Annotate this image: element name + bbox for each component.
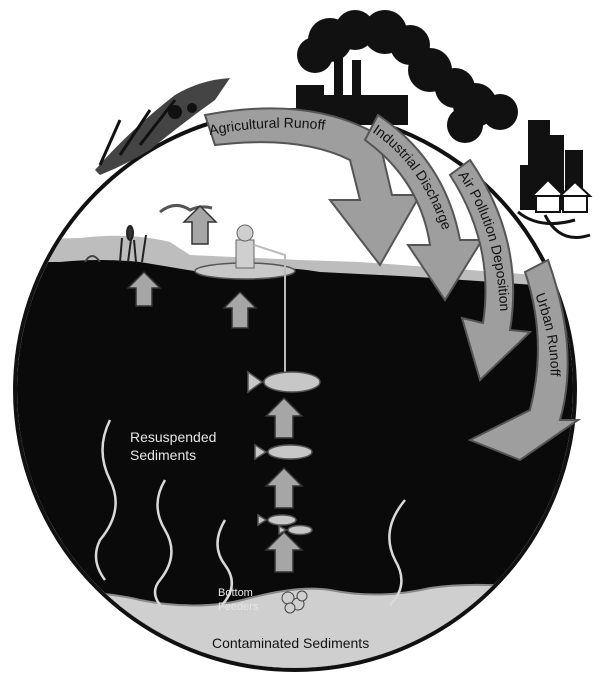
factory (296, 55, 408, 125)
urban-runoff-arrow (467, 258, 582, 462)
medium-fish (254, 443, 313, 461)
up-arrow-plants (126, 270, 162, 307)
contaminated-sediments-label: Contaminated Sediments (212, 635, 369, 651)
smoke-clouds (297, 10, 518, 143)
resuspended-label-line2: Sediments (130, 447, 196, 463)
city-buildings (517, 120, 593, 239)
up-arrow-fish-3 (264, 530, 304, 573)
bird-icon (159, 204, 213, 214)
fish-group (247, 370, 321, 536)
resuspended-label-line1: Resuspended (130, 429, 216, 445)
up-arrow-bird (182, 204, 218, 245)
fisherman (194, 224, 296, 372)
resuspension-lines (94, 419, 406, 606)
industrial-discharge-arrow (363, 113, 484, 302)
resuspension-line-3 (388, 499, 406, 606)
source-arrows (203, 107, 582, 462)
farm-field (95, 78, 230, 175)
marsh-plants (84, 225, 147, 263)
resuspension-line-2 (153, 479, 173, 606)
up-arrow-fish-2 (264, 466, 304, 509)
resuspension-line-4 (216, 519, 233, 606)
air-pollution-arrow (448, 158, 533, 382)
bottom-feeders-icon (281, 590, 308, 614)
resuspension-line-1 (94, 419, 117, 581)
agricultural-runoff-arrow (203, 107, 422, 267)
large-fish (247, 370, 321, 394)
globe-interior (17, 235, 573, 668)
bottom-feeders-label-line2: Feeders (218, 601, 259, 613)
bottom-feeders-label-line1: Bottom (218, 587, 253, 599)
up-arrow-fisher (222, 290, 258, 329)
bioaccumulation-arrows (126, 204, 304, 573)
small-fish-1 (257, 513, 297, 527)
small-fish-2 (278, 524, 313, 536)
up-arrow-fish-1 (264, 396, 304, 439)
